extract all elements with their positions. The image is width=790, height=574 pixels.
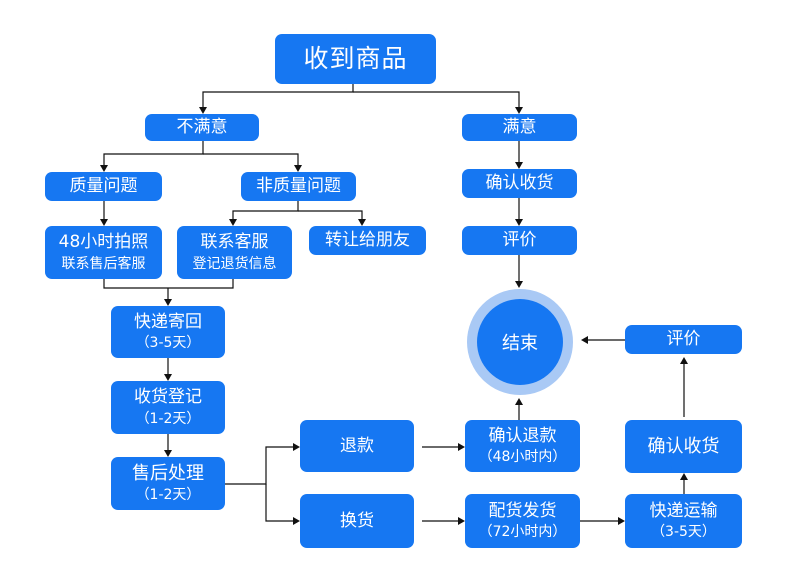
node-sublabel: （48小时内） bbox=[478, 449, 567, 466]
node-ship-out: 配货发货 （72小时内） bbox=[465, 494, 580, 548]
arrowhead bbox=[515, 107, 523, 114]
node-label: 收货登记 bbox=[134, 387, 202, 408]
node-receipt-register: 收货登记 （1-2天） bbox=[111, 381, 225, 434]
arrowhead bbox=[100, 165, 108, 172]
node-receive-goods: 收到商品 bbox=[275, 34, 436, 84]
node-label: 48小时拍照 bbox=[58, 232, 149, 253]
node-label: 转让给朋友 bbox=[325, 230, 410, 251]
node-contact-service: 联系客服 登记退货信息 bbox=[177, 226, 292, 279]
node-exchange: 换货 bbox=[300, 494, 414, 548]
connector bbox=[103, 279, 234, 289]
arrowhead bbox=[294, 165, 302, 172]
node-sublabel: （72小时内） bbox=[478, 524, 567, 541]
node-label: 确认收货 bbox=[485, 173, 554, 194]
connector bbox=[203, 153, 299, 166]
node-quality-issue: 质量问题 bbox=[45, 172, 162, 201]
node-photo-48h: 48小时拍照 联系售后客服 bbox=[45, 226, 162, 279]
arrowhead bbox=[515, 398, 523, 405]
node-label: 确认收货 bbox=[647, 435, 720, 457]
arrowhead bbox=[680, 473, 688, 480]
node-label: 售后处理 bbox=[132, 462, 204, 484]
node-label: 结束 bbox=[502, 333, 538, 354]
arrowhead bbox=[164, 374, 172, 381]
node-satisfied: 满意 bbox=[462, 114, 577, 141]
node-confirm-receipt-top: 确认收货 bbox=[462, 169, 577, 198]
node-after-sale: 售后处理 （1-2天） bbox=[111, 457, 225, 510]
connector bbox=[232, 201, 299, 220]
node-sublabel: （3-5天） bbox=[651, 524, 716, 541]
arrowhead bbox=[680, 357, 688, 364]
arrowhead bbox=[458, 443, 465, 451]
node-label: 评价 bbox=[666, 329, 701, 350]
node-confirm-receipt-right: 确认收货 bbox=[625, 420, 742, 473]
node-label: 快递运输 bbox=[649, 500, 718, 521]
node-label: 收到商品 bbox=[303, 44, 408, 73]
node-label: 评价 bbox=[502, 230, 537, 251]
arrowhead bbox=[293, 517, 300, 525]
node-sublabel: 联系售后客服 bbox=[61, 255, 146, 272]
node-unsatisfied: 不满意 bbox=[145, 114, 259, 141]
node-end: 结束 bbox=[477, 299, 563, 385]
node-review-right: 评价 bbox=[625, 325, 742, 354]
node-label: 快递寄回 bbox=[134, 311, 202, 332]
connector bbox=[202, 84, 354, 108]
node-non-quality-issue: 非质量问题 bbox=[241, 172, 356, 201]
node-label: 质量问题 bbox=[69, 176, 138, 197]
connector bbox=[265, 484, 293, 522]
node-express-return: 快递寄回 （3-5天） bbox=[111, 306, 225, 358]
node-sublabel: 登记退货信息 bbox=[192, 255, 277, 272]
arrowhead bbox=[199, 107, 207, 114]
arrowhead bbox=[581, 336, 588, 344]
arrowhead bbox=[100, 219, 108, 226]
node-transfer-friend: 转让给朋友 bbox=[309, 226, 426, 255]
node-refund: 退款 bbox=[300, 420, 414, 472]
node-sublabel: （1-2天） bbox=[135, 410, 201, 427]
node-label: 不满意 bbox=[176, 117, 228, 138]
node-express-transport: 快递运输 （3-5天） bbox=[625, 494, 742, 548]
node-review-top: 评价 bbox=[462, 226, 577, 255]
connector bbox=[225, 446, 293, 485]
node-sublabel: （1-2天） bbox=[135, 487, 201, 504]
arrowhead bbox=[515, 162, 523, 169]
node-sublabel: （3-5天） bbox=[135, 335, 201, 352]
node-label: 换货 bbox=[340, 510, 374, 531]
arrowhead bbox=[515, 219, 523, 226]
arrowhead bbox=[164, 299, 172, 306]
arrowhead bbox=[458, 517, 465, 525]
node-label: 满意 bbox=[502, 117, 537, 138]
node-label: 联系客服 bbox=[200, 232, 269, 253]
arrowhead bbox=[358, 219, 366, 226]
arrowhead bbox=[618, 517, 625, 525]
connector bbox=[353, 91, 520, 108]
node-label: 确认退款 bbox=[488, 425, 557, 446]
arrowhead bbox=[293, 443, 300, 451]
connector bbox=[298, 210, 363, 220]
node-confirm-refund: 确认退款 （48小时内） bbox=[465, 420, 580, 472]
connector bbox=[103, 141, 204, 166]
arrowhead bbox=[164, 450, 172, 457]
node-label: 配货发货 bbox=[488, 500, 557, 521]
arrowhead bbox=[229, 219, 237, 226]
node-label: 非质量问题 bbox=[256, 176, 341, 197]
node-label: 退款 bbox=[340, 435, 374, 456]
arrowhead bbox=[515, 281, 523, 288]
